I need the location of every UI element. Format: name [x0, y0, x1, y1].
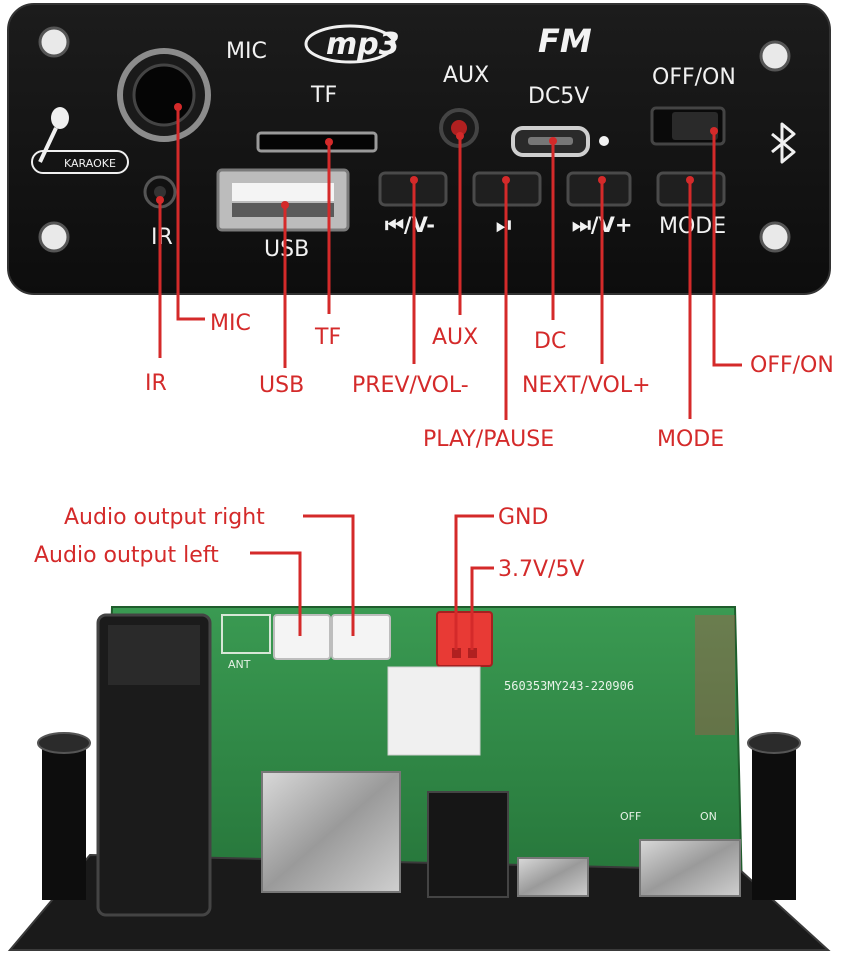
dc-usb-socket [517, 857, 589, 897]
aux-jack-core [451, 120, 467, 136]
screw-hole-bottom-right [759, 221, 791, 253]
callout-play: PLAY/PAUSE [423, 427, 554, 452]
post-left [42, 740, 86, 900]
callout-ir: IR [145, 371, 167, 396]
svg-text:mp3: mp3 [326, 27, 400, 62]
fm-logo: FM [538, 22, 592, 60]
post-right [752, 740, 796, 900]
panel-callout-dots [156, 103, 718, 209]
callout-line-gnd [454, 514, 494, 650]
main-chip-label [387, 666, 481, 756]
ir-receiver-core [154, 186, 166, 198]
post-left-cap [37, 732, 91, 754]
on-mark: ON [700, 810, 717, 823]
callout-mic: MIC [210, 311, 251, 336]
play-button-label: ⏯ [496, 213, 513, 237]
status-led [599, 136, 609, 146]
panel-offon-label: OFF/ON [652, 65, 736, 90]
panel-mic-label: MIC [226, 39, 267, 64]
next-vol-up-button[interactable] [566, 171, 632, 207]
power-connector[interactable] [436, 611, 493, 667]
tf-card-slot[interactable] [256, 131, 378, 153]
callout-line-offon [712, 131, 742, 367]
tf-socket [261, 771, 401, 893]
board-callout-labels: Audio output right Audio output left GND… [34, 505, 585, 582]
mic-jack-housing [96, 613, 212, 917]
callout-next: NEXT/VOL+ [522, 373, 651, 398]
power-switch-knob[interactable] [672, 112, 718, 140]
callout-line-power [470, 566, 494, 650]
panel-dc5v-label: DC5V [528, 84, 589, 109]
callout-audio-right: Audio output right [64, 505, 265, 530]
callout-mode: MODE [657, 427, 724, 452]
bluetooth-icon [771, 122, 796, 164]
callout-prev: PREV/VOL- [352, 373, 469, 398]
power-pin-vcc [468, 648, 477, 658]
panel-aux-label: AUX [443, 63, 489, 88]
callout-offon: OFF/ON [750, 353, 834, 378]
front-panel: MIC mp3 TF FM AUX DC5V OFF/ON KA [7, 3, 831, 295]
panel-mode-label: MODE [659, 214, 726, 239]
panel-callout-labels: MIC IR USB TF PREV/VOL- AUX PLAY/PAUSE D… [145, 311, 834, 452]
panel-usb-label: USB [264, 237, 309, 262]
panel-ir-label: IR [151, 225, 173, 250]
panel-callout-lines [158, 107, 742, 420]
mic-jack-top [108, 625, 200, 685]
audio-left-connector[interactable] [273, 614, 331, 660]
callout-audio-left: Audio output left [34, 543, 219, 568]
power-pin-gnd [452, 648, 461, 658]
karaoke-badge: KARAOKE [31, 107, 129, 174]
svg-text:KARAOKE: KARAOKE [64, 157, 116, 170]
ant-pad-outline [221, 614, 271, 654]
bt-antenna-area [695, 615, 735, 735]
callout-line-audio-left [250, 551, 302, 636]
slide-switch [639, 839, 741, 897]
mic-jack-inner [132, 63, 196, 127]
panel-tf-label: TF [310, 83, 337, 108]
post-right-cap [747, 732, 801, 754]
screw-hole-top-right [759, 40, 791, 72]
panel-body [7, 3, 831, 295]
callout-usb: USB [259, 373, 304, 398]
prev-button-label: ⏮/V- [385, 213, 435, 237]
callout-line-audio-right [303, 514, 355, 636]
ant-mark: ANT [228, 658, 251, 671]
callout-dc: DC [534, 329, 566, 354]
screw-hole-top-left [38, 26, 70, 58]
callout-aux: AUX [432, 325, 478, 350]
callout-line-mic [176, 107, 205, 321]
callout-tf: TF [314, 325, 341, 350]
audio-right-connector[interactable] [331, 614, 391, 660]
callout-power: 3.7V/5V [498, 557, 585, 582]
callout-gnd: GND [498, 505, 548, 530]
screw-hole-bottom-left [38, 221, 70, 253]
usb-port-tongue [232, 183, 334, 201]
pcb-code: 560353MY243-220906 [504, 679, 634, 693]
mp3-logo: mp3 [304, 24, 400, 64]
pcb-photo: ANT 560353MY243-220906 OFF ON [7, 606, 831, 951]
board-callout-lines [250, 514, 494, 650]
usb-port-cavity [232, 203, 334, 217]
aux-jack-housing [427, 791, 509, 898]
off-mark: OFF [620, 810, 641, 823]
